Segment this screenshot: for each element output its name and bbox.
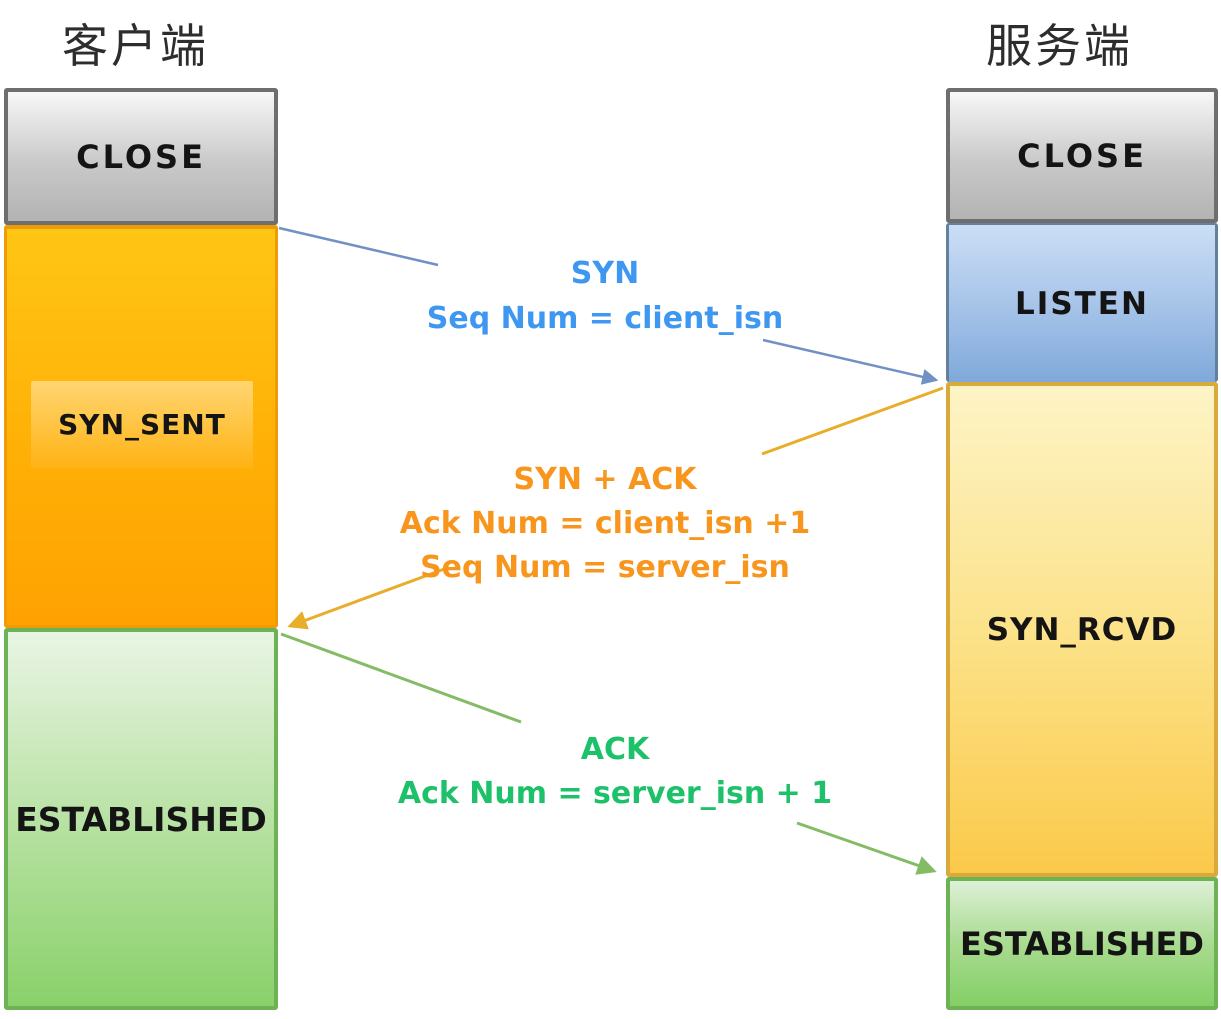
client-state-established: ESTABLISHED xyxy=(4,628,278,1010)
server-state-close: CLOSE xyxy=(946,88,1218,223)
message-line: Ack Num = server_isn + 1 xyxy=(397,776,833,811)
state-label: SYN_RCVD xyxy=(986,611,1178,648)
syn-ack-arrow-segment-1 xyxy=(761,386,944,456)
state-label: ESTABLISHED xyxy=(960,924,1204,963)
state-label: LISTEN xyxy=(1015,285,1149,322)
server-state-syn-rcvd: SYN_RCVD xyxy=(946,382,1218,877)
state-label: SYN_SENT xyxy=(58,408,226,441)
message-line: Seq Num = server_isn xyxy=(420,550,790,585)
message-line: Seq Num = client_isn xyxy=(426,301,784,336)
ack-message-label: ACK Ack Num = server_isn + 1 xyxy=(380,728,850,816)
client-state-bar: CLOSE SYN_SENT ESTABLISHED xyxy=(4,88,278,1010)
server-state-established: ESTABLISHED xyxy=(946,877,1218,1010)
client-title: 客户端 xyxy=(62,19,209,73)
client-state-close: CLOSE xyxy=(4,88,278,225)
syn-sent-highlight: SYN_SENT xyxy=(31,381,253,468)
message-line: SYN + ACK xyxy=(513,462,697,497)
state-label: CLOSE xyxy=(76,137,206,176)
state-label: ESTABLISHED xyxy=(15,799,267,839)
ack-arrow-segment-1 xyxy=(280,632,522,724)
server-state-listen: LISTEN xyxy=(946,223,1218,382)
client-state-syn-sent: SYN_SENT xyxy=(4,225,278,628)
message-line: ACK xyxy=(580,732,650,767)
server-state-bar: CLOSE LISTEN SYN_RCVD ESTABLISHED xyxy=(946,88,1218,1010)
server-title: 服务端 xyxy=(986,19,1133,73)
message-line: SYN xyxy=(570,256,640,291)
syn-ack-message-label: SYN + ACK Ack Num = client_isn +1 Seq Nu… xyxy=(360,458,850,590)
state-label: CLOSE xyxy=(1017,136,1147,175)
message-line: Ack Num = client_isn +1 xyxy=(399,506,811,541)
syn-arrow-segment-2 xyxy=(762,338,939,385)
syn-message-label: SYN Seq Num = client_isn xyxy=(380,251,830,341)
ack-arrow-segment-2 xyxy=(796,821,937,875)
